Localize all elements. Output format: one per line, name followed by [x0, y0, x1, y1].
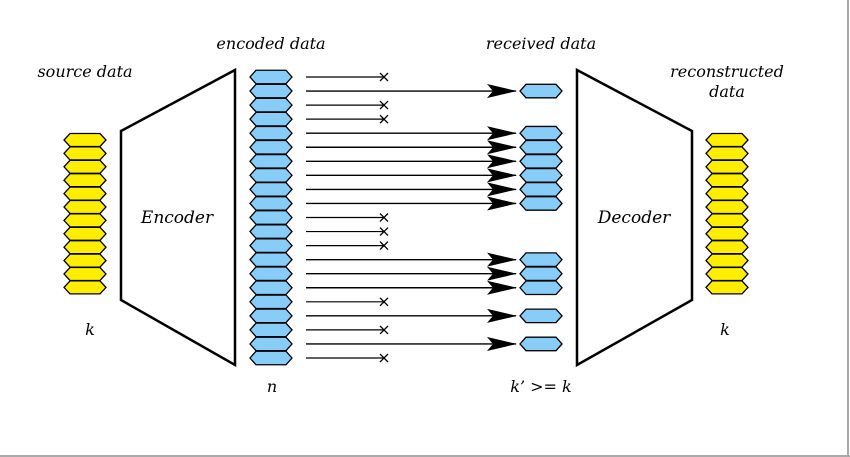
encoded-count-n: n [266, 377, 278, 396]
source-packet [63, 266, 107, 282]
reconstructed-count-k: k [720, 320, 730, 339]
received-packet [519, 125, 563, 141]
loss-cross-icon [379, 100, 389, 110]
source-packets [63, 132, 107, 295]
transmission-lines [306, 72, 517, 363]
encoded-packet [249, 111, 293, 127]
loss-cross-icon [379, 353, 389, 363]
reconstructed-packet [705, 186, 749, 201]
encoded-packet [249, 97, 293, 113]
loss-cross-icon [379, 114, 389, 124]
encoded-packet [249, 83, 293, 99]
received-packet [519, 308, 563, 324]
received-packet [519, 83, 563, 99]
encoded-packets [249, 69, 293, 366]
encoded-packet [249, 69, 293, 85]
reconstructed-packets [705, 132, 749, 295]
received-packets [519, 83, 563, 352]
encoded-packet [249, 153, 293, 169]
source-packet [63, 280, 107, 295]
encoded-packet [249, 322, 293, 338]
received-packet [519, 139, 563, 155]
reconstructed-packet [705, 213, 749, 228]
encoded-packet [249, 350, 293, 366]
encoded-packet [249, 181, 293, 197]
encoded-packet [249, 224, 293, 239]
source-packet [63, 226, 107, 241]
source-packet [63, 186, 107, 201]
source-data-label: source data [37, 62, 133, 81]
encoder-block [119, 67, 237, 368]
decoder-block [575, 67, 694, 368]
source-packet [63, 159, 107, 174]
encoded-packet [249, 210, 293, 225]
received-packet [519, 252, 563, 268]
received-packet [519, 280, 563, 296]
received-data-label: received data [485, 34, 597, 53]
received-packet [519, 196, 563, 211]
reconstructed-packet [705, 159, 749, 174]
source-packet [63, 253, 107, 268]
loss-cross-icon [379, 72, 389, 82]
encoded-packet [249, 280, 293, 296]
encoded-packet [249, 266, 293, 282]
reconstructed-data-label-line1: reconstructed [670, 62, 784, 81]
encoded-packet [249, 238, 293, 254]
reconstructed-packet [705, 280, 749, 295]
received-packet [519, 153, 563, 169]
encoded-packet [249, 125, 293, 141]
loss-cross-icon [379, 213, 389, 222]
encoder-label: Encoder [140, 208, 214, 228]
source-packet [63, 240, 107, 255]
source-count-k: k [85, 320, 95, 339]
loss-cross-icon [379, 297, 389, 307]
encoded-packet [249, 308, 293, 324]
loss-cross-icon [379, 325, 389, 335]
reconstructed-packet [705, 226, 749, 241]
received-packet [519, 266, 563, 282]
encoded-packet [249, 252, 293, 268]
received-packet [519, 181, 563, 197]
received-packet [519, 336, 563, 352]
received-packet [519, 167, 563, 183]
encoded-data-label: encoded data [216, 34, 326, 53]
source-packet [63, 213, 107, 228]
encoded-packet [249, 196, 293, 211]
reconstructed-packet [705, 173, 749, 188]
encoded-packet [249, 139, 293, 155]
encoded-packet [249, 294, 293, 310]
reconstructed-packet [705, 146, 749, 161]
source-packet [63, 132, 107, 148]
reconstructed-data-label-line2: data [709, 82, 745, 101]
source-packet [63, 146, 107, 161]
reconstructed-packet [705, 132, 749, 148]
source-packet [63, 199, 107, 215]
reconstructed-packet [705, 199, 749, 215]
encoded-packet [249, 336, 293, 352]
received-count-k-prime: k’ >= k [510, 377, 572, 396]
reconstructed-packet [705, 266, 749, 282]
encoded-packet [249, 167, 293, 183]
decoder-label: Decoder [597, 208, 671, 228]
reconstructed-packet [705, 253, 749, 268]
loss-cross-icon [379, 241, 389, 251]
loss-cross-icon [379, 227, 389, 237]
source-packet [63, 173, 107, 188]
reconstructed-packet [705, 240, 749, 255]
